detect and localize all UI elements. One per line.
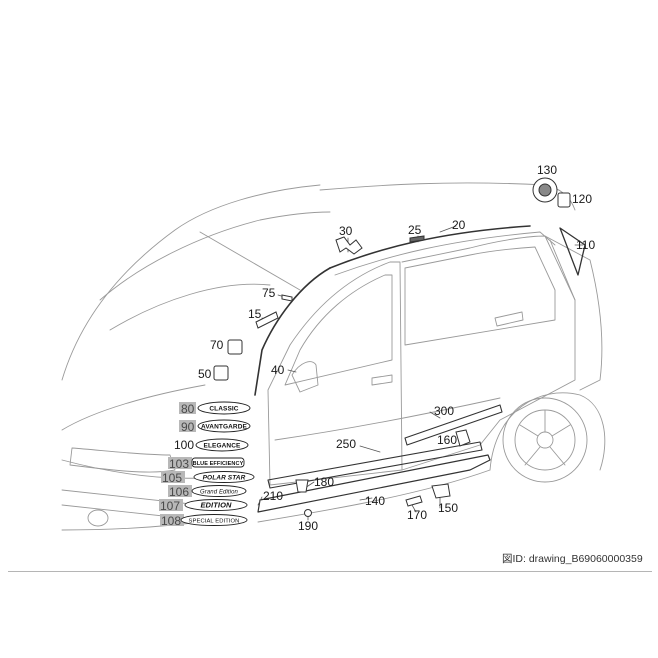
front-door: [267, 261, 403, 486]
callout-70: 70: [210, 338, 224, 352]
rear-tire: [502, 397, 588, 483]
callout-50: 50: [198, 367, 212, 381]
mirror: [291, 361, 319, 393]
part-75-bolt: [281, 294, 293, 302]
callout-110: 110: [576, 238, 595, 252]
badge-avantgarde: [197, 419, 251, 433]
callout-20: 20: [452, 218, 466, 232]
badge-edition: [184, 499, 248, 511]
windshield-outline: [99, 211, 331, 301]
callout-150: 150: [438, 501, 458, 515]
badge-number-106: 106: [169, 485, 189, 499]
badge-elegance-text: ELEGANCE: [204, 443, 241, 450]
callout-210: 210: [263, 489, 283, 503]
part-30-bracket: [335, 236, 363, 255]
badge-blue-efficiency: [191, 457, 245, 468]
part-170-bracket: [405, 495, 423, 507]
badge-polar-star: [193, 471, 255, 483]
door-handle-front: [371, 374, 393, 386]
footer-divider: [8, 571, 652, 572]
badge-special-edition: [180, 514, 248, 526]
badge-shade-107: [159, 499, 183, 511]
callout-160: 160: [437, 433, 457, 447]
windshield-lower: [199, 231, 301, 291]
part-15-emblem: [255, 311, 279, 329]
callout-300: 300: [434, 404, 454, 418]
badge-elegance: [195, 438, 249, 452]
hood-outline: [61, 184, 321, 381]
callout-75: 75: [262, 286, 276, 300]
callout-30: 30: [339, 224, 353, 238]
callout-40: 40: [271, 363, 285, 377]
part-50-cap: [213, 365, 229, 381]
badge-number-80: 80: [181, 402, 195, 416]
part-150-cap: [431, 483, 451, 499]
badge-number-107: 107: [160, 499, 180, 513]
badge-classic-text: CLASSIC: [209, 406, 238, 413]
part-120-clip: [557, 192, 571, 208]
windshield-inner: [109, 283, 271, 331]
c-pillar-line: [549, 239, 576, 301]
rear-quarter: [544, 235, 603, 391]
door-trim-300: [404, 404, 503, 446]
callout-170: 170: [407, 508, 427, 522]
badge-number-100: 100: [174, 438, 194, 452]
callout-250: 250: [336, 437, 356, 451]
badge-number-105: 105: [162, 471, 182, 485]
badge-avantgarde-text: AVANTGARDE: [201, 424, 247, 431]
part-70-cap: [227, 339, 243, 355]
body-crease: [274, 397, 501, 441]
rear-door: [401, 235, 576, 471]
badge-shade-80: [179, 402, 196, 414]
callout-180: 180: [314, 475, 334, 489]
badge-special-edition-text: SPECIAL EDITION: [189, 519, 240, 525]
bonnet-line: [61, 384, 206, 431]
part-180-rivet: [295, 479, 309, 493]
badge-grand-edition: [191, 485, 247, 497]
badge-edition-text: EDITION: [200, 501, 232, 510]
badge-number-90: 90: [181, 420, 195, 434]
drawing-id-label: 図ID: drawing_B69060000359: [502, 553, 643, 565]
callout-120: 120: [572, 192, 592, 206]
callout-130: 130: [537, 163, 557, 177]
callout-140: 140: [365, 494, 385, 508]
badge-grand-edition-text: Grand Edition: [200, 490, 239, 496]
lower-body-line: [257, 469, 491, 523]
part-130-grommet-inner: [538, 183, 552, 197]
badge-shade-108: [160, 514, 184, 526]
callout-15: 15: [248, 307, 262, 321]
badge-shade-106: [168, 485, 192, 497]
tailgate-trim-110: [559, 227, 586, 276]
rear-arch: [489, 392, 606, 471]
roof-edge: [334, 231, 556, 276]
door-handle-rear: [494, 311, 524, 327]
headlight: [69, 447, 176, 473]
sill-trim-250: [267, 441, 483, 489]
callout-25: 25: [408, 223, 422, 237]
badge-number-103: 103: [169, 457, 189, 471]
badge-shade-105: [161, 471, 185, 483]
rim-spokes: [519, 409, 571, 466]
callout-190: 190: [298, 519, 318, 533]
badge-shade-103: [168, 457, 192, 469]
badge-polar-star-text: POLAR STAR: [203, 475, 246, 482]
part-190-screw: [304, 509, 312, 517]
fog-light: [87, 509, 109, 527]
a-pillar: [254, 267, 331, 396]
badge-number-108: 108: [161, 514, 181, 528]
front-window: [284, 274, 393, 386]
badge-shade-90: [179, 420, 196, 432]
rear-hub: [536, 431, 554, 449]
rear-window: [404, 246, 556, 346]
badge-classic: [197, 401, 251, 415]
part-25-clip: [409, 235, 425, 243]
badge-blue-efficiency-text: BLUE EFFICIENCY: [193, 461, 244, 467]
part-160-clip: [455, 429, 471, 447]
